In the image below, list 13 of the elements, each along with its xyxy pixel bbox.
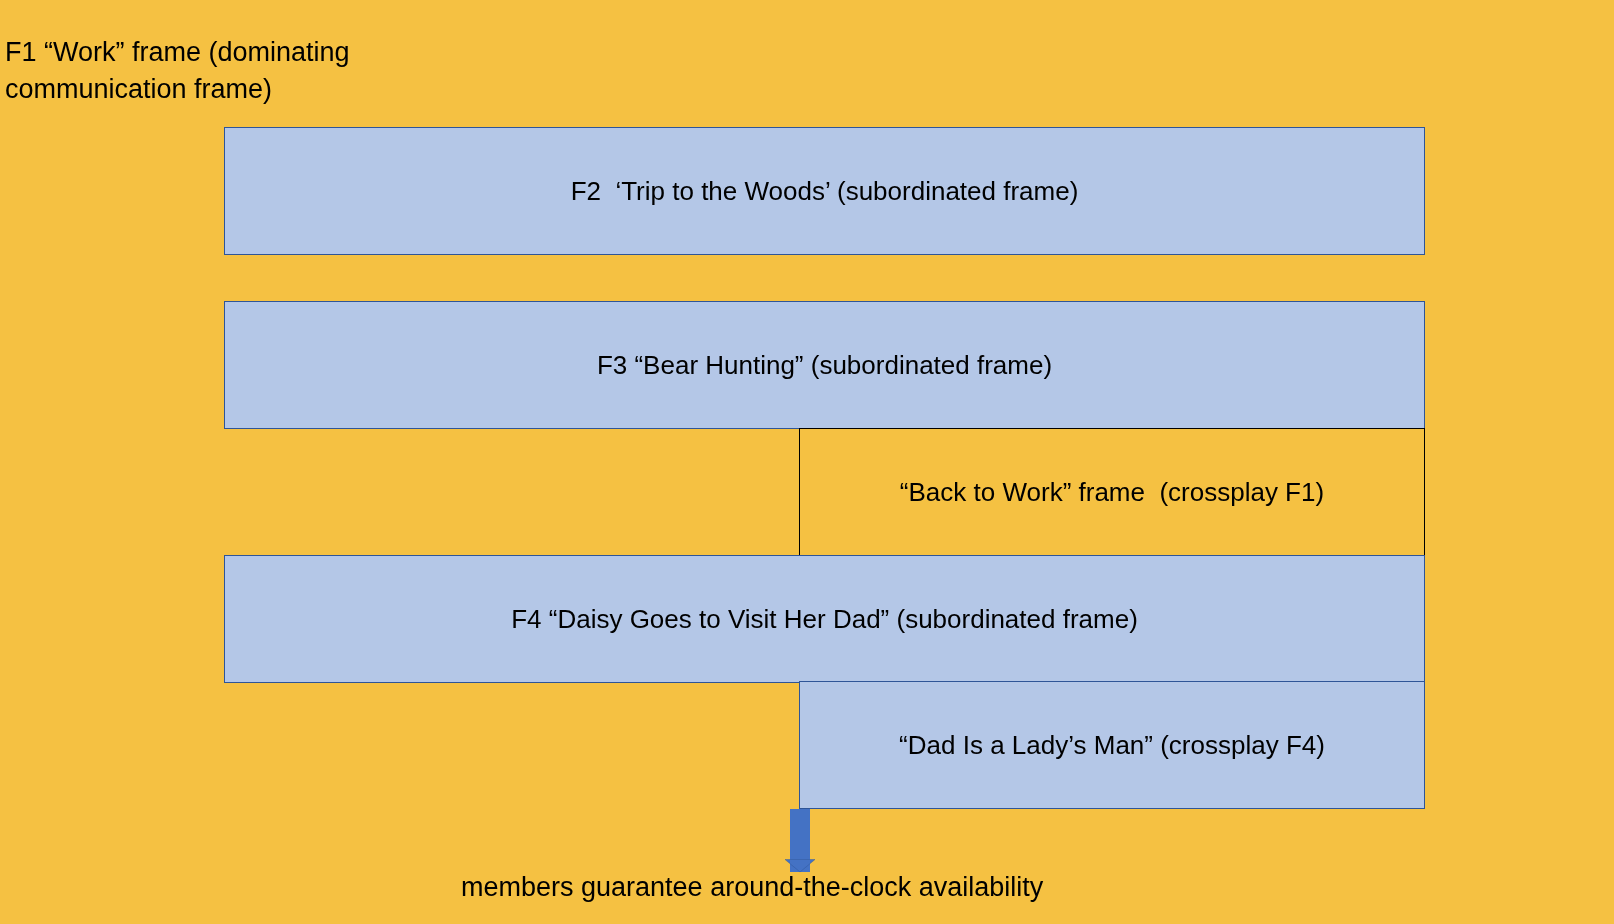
block-arrow [784,809,816,873]
frame-label: “Dad Is a Lady’s Man” (crossplay F4) [899,729,1325,761]
frame-label: F4 “Daisy Goes to Visit Her Dad” (subordinated frame) [511,603,1138,635]
frame-box [799,681,1425,809]
frame-label: F2 ‘Trip to the Woods’ (subordinated frame) [570,175,1079,207]
frame-box [224,127,1425,255]
caption-text: members guarantee around-the-clock availability [461,872,1044,903]
frame-title: F1 “Work” frame (dominating communication frame) [5,36,351,106]
frame-box [799,428,1425,556]
frame-label: “Back to Work” frame (crossplay F1) [899,476,1325,508]
frame-box [224,301,1425,429]
frame-label: F3 “Bear Hunting” (subordinated frame) [596,349,1053,381]
frame-box [224,555,1425,683]
